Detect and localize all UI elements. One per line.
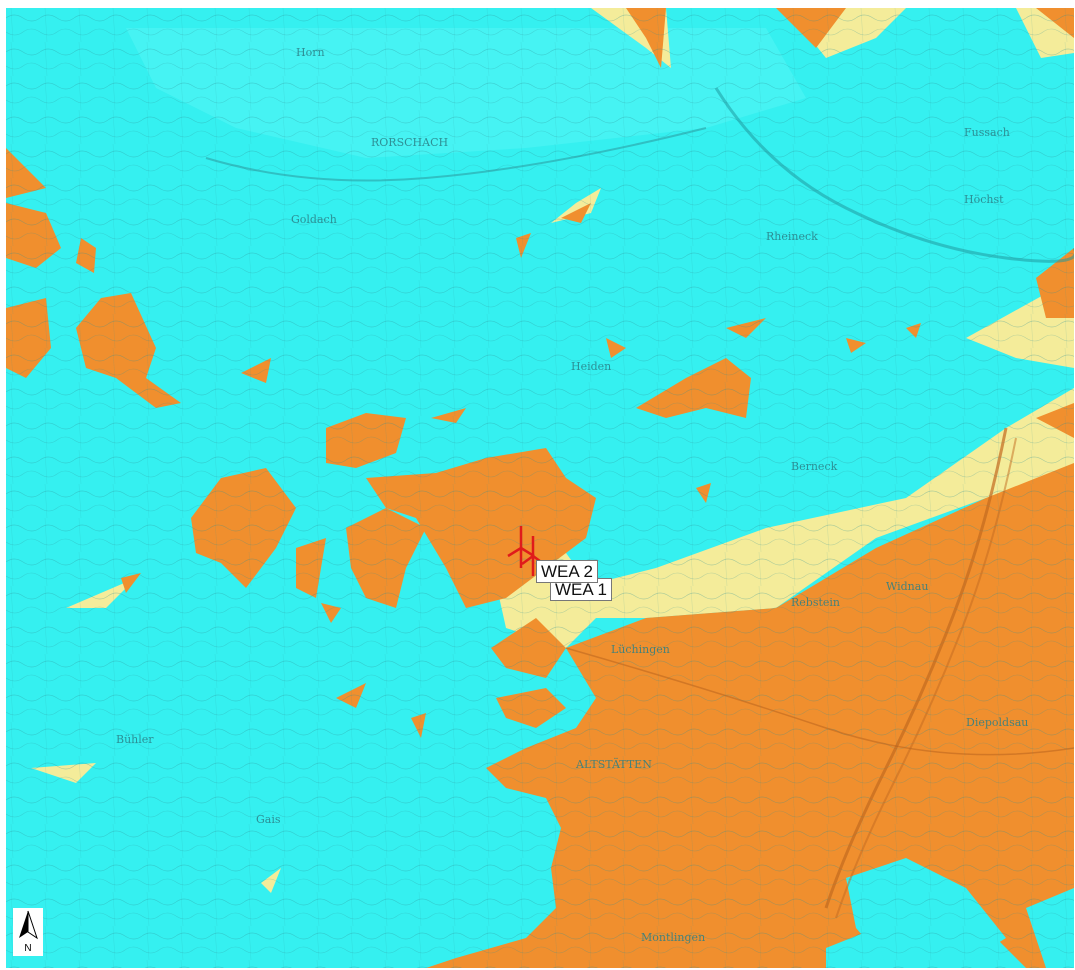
place-label: Bühler bbox=[116, 733, 154, 746]
place-label: Goldach bbox=[291, 213, 337, 226]
place-label: Rheineck bbox=[766, 230, 818, 243]
turbine-label-wea1[interactable]: WEA 1 bbox=[550, 578, 612, 601]
place-labels: Horn RORSCHACH Fussach Goldach Höchst He… bbox=[116, 46, 1028, 944]
place-label: Fussach bbox=[964, 126, 1010, 139]
place-label: Höchst bbox=[964, 193, 1004, 206]
place-label: Rebstein bbox=[791, 596, 840, 609]
north-letter: N bbox=[24, 943, 32, 954]
place-label: Diepoldsau bbox=[966, 716, 1028, 729]
place-label: Gais bbox=[256, 813, 281, 826]
rivers-roads bbox=[205, 87, 1074, 919]
place-label: Widnau bbox=[886, 580, 928, 593]
map-canvas: Horn RORSCHACH Fussach Goldach Höchst He… bbox=[6, 8, 1074, 968]
place-label: Lüchingen bbox=[611, 643, 670, 656]
place-label: Montlingen bbox=[641, 931, 705, 944]
place-label: Horn bbox=[296, 46, 325, 59]
topographic-lines bbox=[6, 8, 1074, 968]
turbine-label-wea2[interactable]: WEA 2 bbox=[536, 560, 598, 583]
place-label: Heiden bbox=[571, 360, 611, 373]
place-label: ALTSTÄTTEN bbox=[575, 757, 652, 771]
north-arrow-icon bbox=[19, 910, 38, 940]
map-view[interactable]: Horn RORSCHACH Fussach Goldach Höchst He… bbox=[6, 8, 1074, 968]
north-arrow: N bbox=[13, 908, 43, 956]
place-label: Berneck bbox=[791, 460, 838, 473]
place-label: RORSCHACH bbox=[371, 136, 448, 149]
